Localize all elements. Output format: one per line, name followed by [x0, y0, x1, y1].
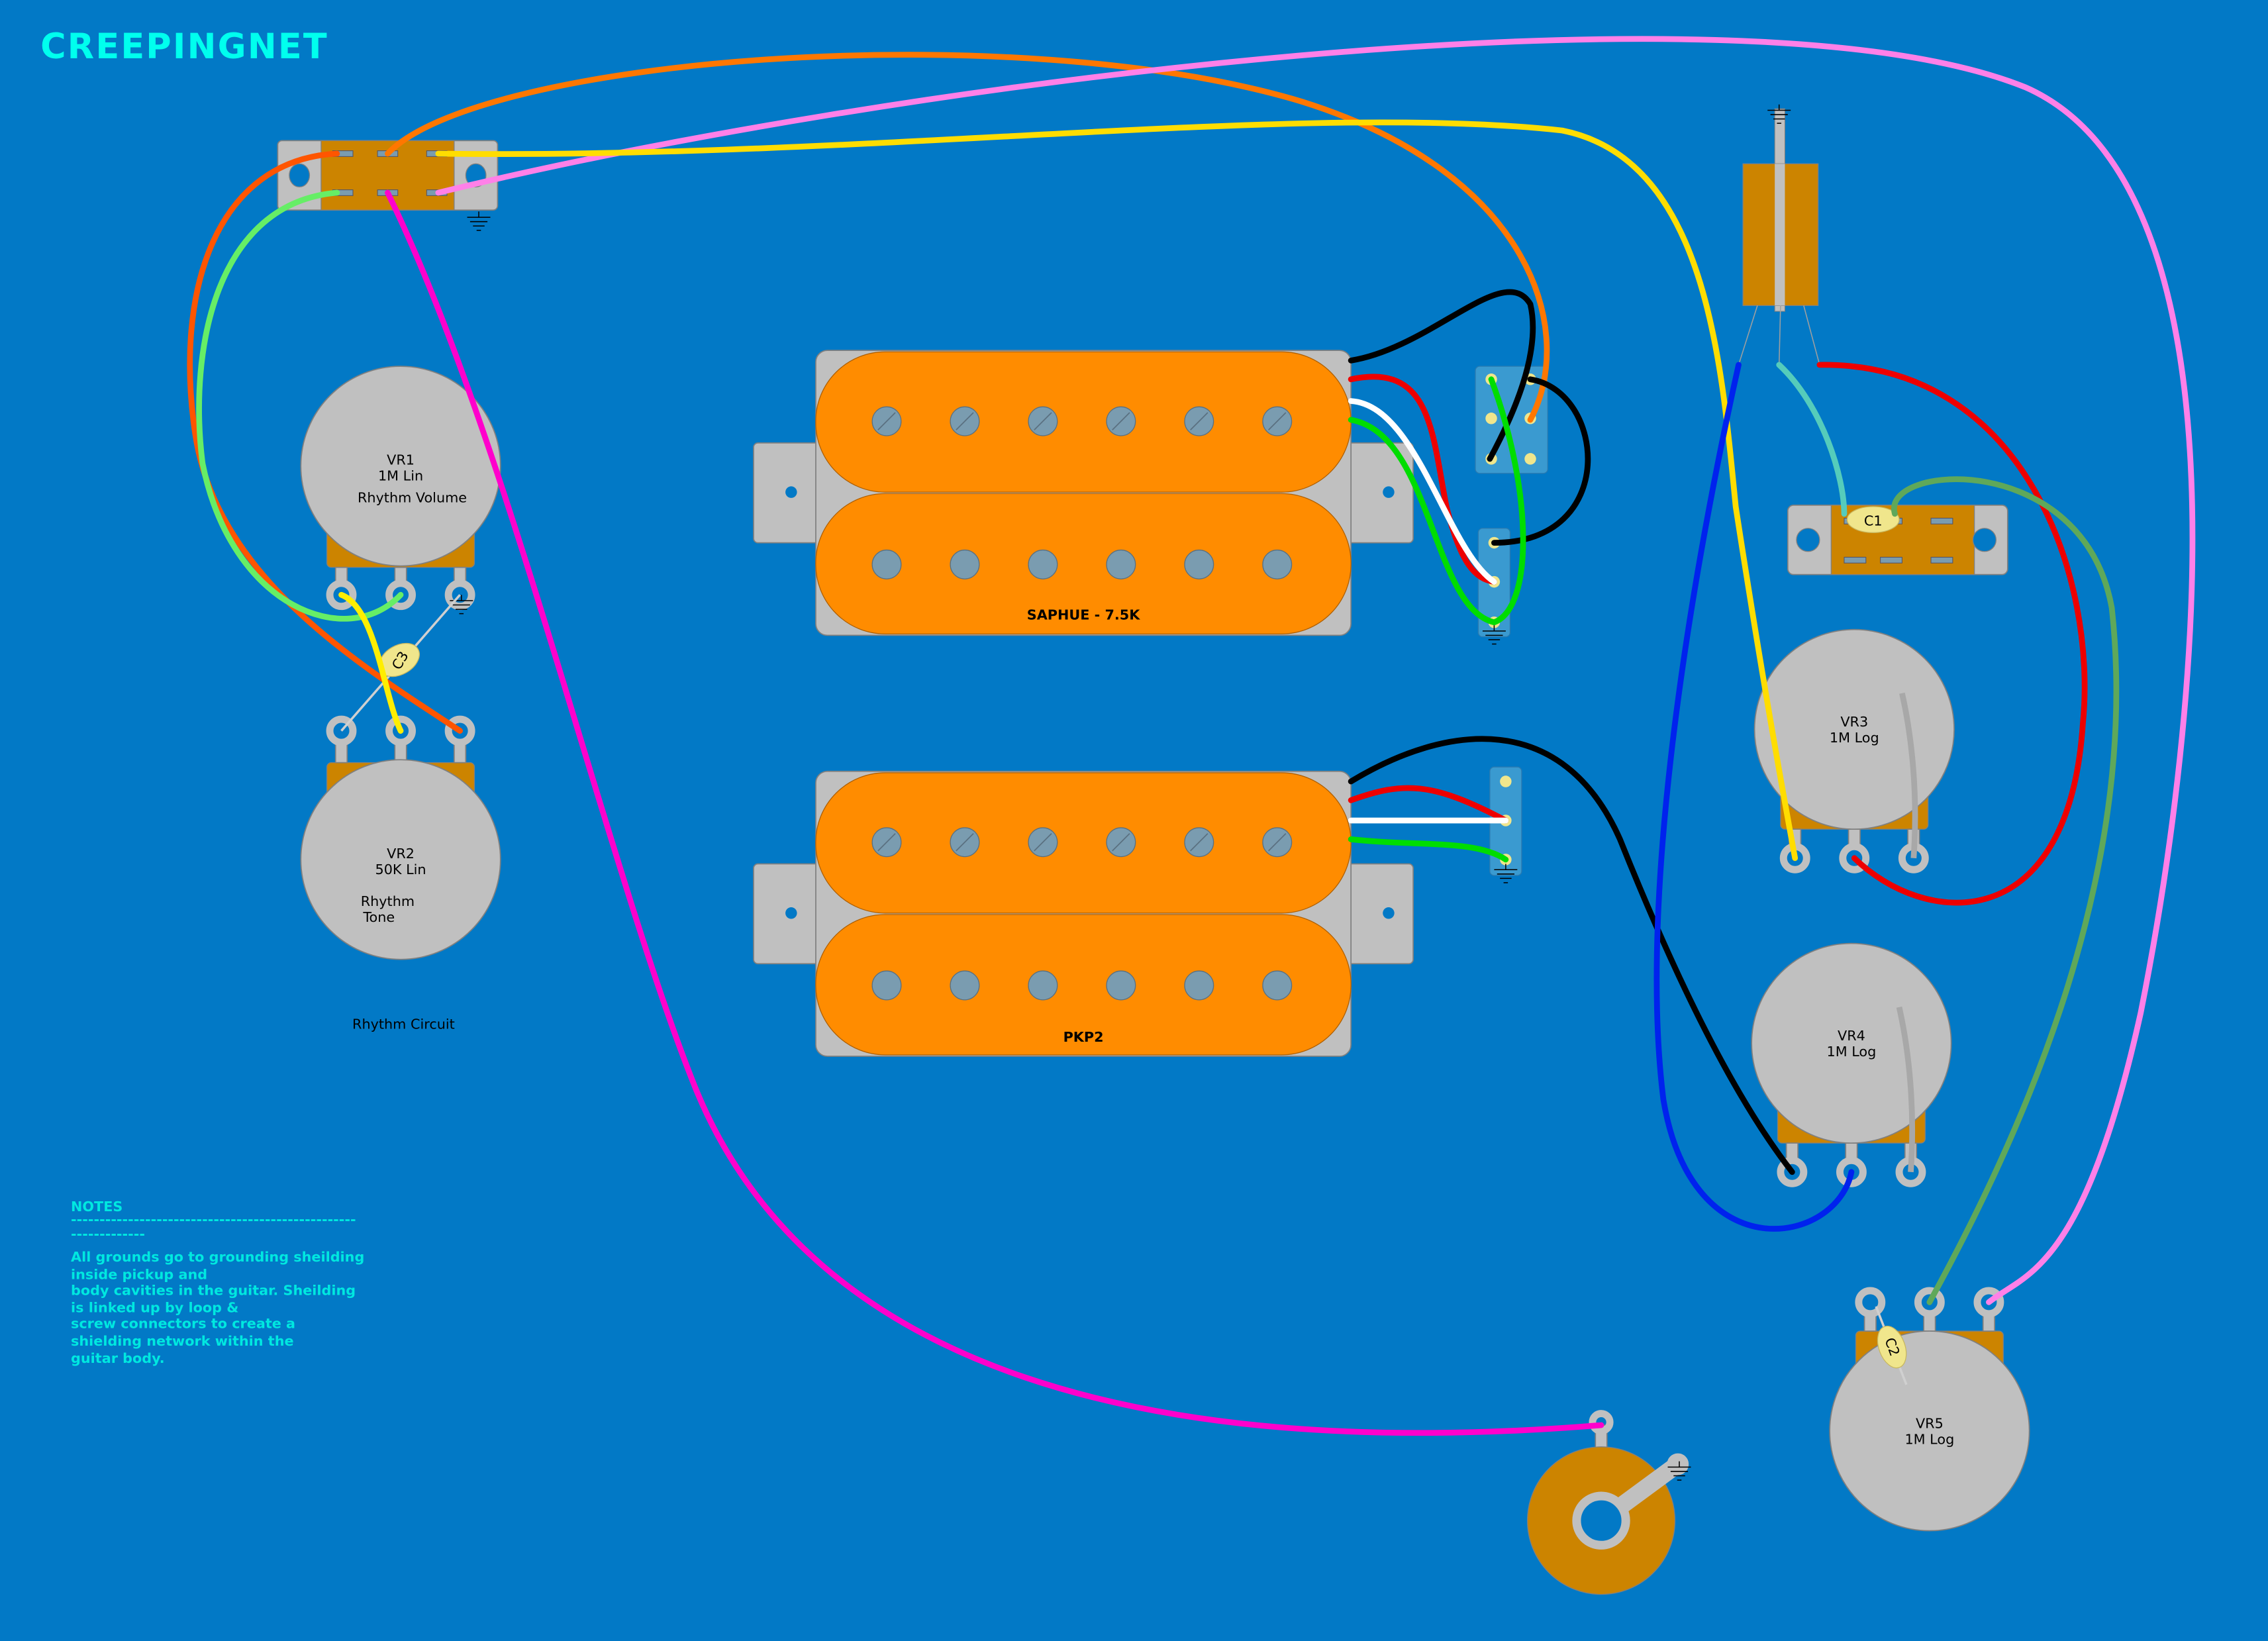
pole-screw-slot	[877, 412, 896, 430]
pole-screw-slot	[1268, 833, 1287, 852]
wire-light-green	[196, 189, 404, 622]
pole-piece	[1262, 970, 1293, 1001]
pole-screw-slot	[956, 412, 974, 430]
notes-line: screw connectors to create a	[71, 1316, 295, 1332]
wire-white-p1	[1348, 398, 1497, 585]
wire-black-p1	[1348, 289, 1536, 462]
vr3-id: VR3	[1840, 714, 1868, 730]
vr2-value: 50K Lin	[375, 862, 426, 877]
wire-black-p2	[1348, 736, 1795, 1175]
pot-vr1[interactable]: VR1 1M Lin Rhythm Volume	[300, 366, 501, 615]
wire-green-p2	[1348, 836, 1509, 863]
wire-orange	[385, 52, 1550, 423]
terminal-strip-2[interactable]	[1489, 766, 1522, 883]
mount-hole	[289, 163, 311, 187]
vr2-name-line2: Tone	[362, 909, 395, 925]
pole-piece	[871, 970, 902, 1001]
notes-divider: ----------------------------------------…	[71, 1211, 356, 1227]
pole-piece	[1028, 970, 1058, 1001]
notes-block: NOTES ----------------------------------…	[71, 1199, 364, 1366]
brand-logo: CREEPINGNET	[40, 26, 328, 67]
vr4-value: 1M Log	[1827, 1044, 1877, 1060]
vr2-id: VR2	[387, 846, 415, 862]
wire-black-p1-b	[1491, 376, 1591, 546]
pole-screw-slot	[1190, 412, 1208, 430]
pole-piece	[871, 549, 902, 579]
notes-line: inside pickup and	[71, 1266, 207, 1282]
pole-piece	[950, 970, 980, 1001]
wire-red-p1	[1348, 373, 1497, 585]
notes-line: is linked up by loop &	[71, 1300, 238, 1316]
vr1-value: 1M Lin	[378, 468, 423, 484]
pole-screw-slot	[956, 833, 974, 852]
switch-with-c1[interactable]: C1	[1787, 504, 2008, 575]
pot-vr4[interactable]: VR4 1M Log	[1751, 942, 1952, 1187]
vr5-id: VR5	[1916, 1415, 1944, 1431]
wire-red-p2	[1348, 785, 1509, 824]
wire-blue	[1653, 362, 1855, 1232]
vr1-id: VR1	[387, 452, 415, 468]
pole-screw-slot	[877, 833, 896, 852]
vr1-name: Rhythm Volume	[358, 489, 467, 505]
rhythm-circuit-label: Rhythm Circuit	[352, 1017, 455, 1032]
pole-screw-slot	[1034, 412, 1052, 430]
notes-title: NOTES	[71, 1199, 123, 1215]
wire-pink	[435, 36, 2196, 1305]
pole-screw-slot	[1112, 412, 1130, 430]
wire-magenta	[385, 189, 1604, 1436]
c1-label: C1	[1864, 513, 1883, 528]
pole-piece	[950, 549, 980, 579]
pole-piece	[1262, 549, 1293, 579]
wire-olive-green	[1891, 476, 2120, 1305]
pole-screw-slot	[1034, 833, 1052, 852]
vr4-id: VR4	[1838, 1028, 1865, 1044]
vr5-value: 1M Log	[1904, 1431, 1954, 1447]
wire-red-right	[1816, 362, 2088, 906]
output-jack[interactable]	[1526, 1410, 1692, 1595]
pot-vr3[interactable]: VR3 1M Log	[1753, 628, 1955, 873]
wire-yellow-short	[338, 591, 404, 734]
pole-piece	[1028, 549, 1058, 579]
pole-screw-slot	[1112, 833, 1130, 852]
notes-line: body cavities in the guitar. Sheilding	[71, 1282, 356, 1298]
pickup2-label: PKP2	[1063, 1029, 1104, 1045]
wire-teal	[1776, 362, 1848, 517]
notes-line: shielding network within the	[71, 1333, 294, 1349]
pole-piece	[1106, 970, 1136, 1001]
wire-red-orange	[187, 150, 463, 734]
notes-line: All grounds go to grounding sheilding	[71, 1249, 364, 1265]
vr3-value: 1M Log	[1830, 730, 1879, 746]
pole-piece	[1184, 970, 1214, 1001]
pole-piece	[1184, 549, 1214, 579]
wires	[187, 36, 2196, 1436]
notes-divider: -------------	[71, 1226, 145, 1242]
capacitor-c3[interactable]: C3	[340, 594, 461, 732]
pot-vr2[interactable]: VR2 50K Lin Rhythm Tone	[300, 715, 501, 960]
lead-toggle-switch[interactable]	[1738, 104, 1820, 366]
pole-screw-slot	[1268, 412, 1287, 430]
pole-screw-slot	[1190, 833, 1208, 852]
pole-piece	[1106, 549, 1136, 579]
notes-line: guitar body.	[71, 1350, 165, 1366]
wire-yellow	[435, 119, 1799, 862]
pickup-saphue[interactable]: SAPHUE - 7.5K	[753, 350, 1414, 636]
wire-green-p1	[1348, 376, 1526, 626]
pickup-pkp2[interactable]: PKP2	[753, 770, 1414, 1057]
pickup1-label: SAPHUE - 7.5K	[1027, 607, 1140, 622]
vr2-name-line1: Rhythm	[361, 893, 415, 909]
capacitor-c2[interactable]: C2	[1872, 1306, 1911, 1385]
